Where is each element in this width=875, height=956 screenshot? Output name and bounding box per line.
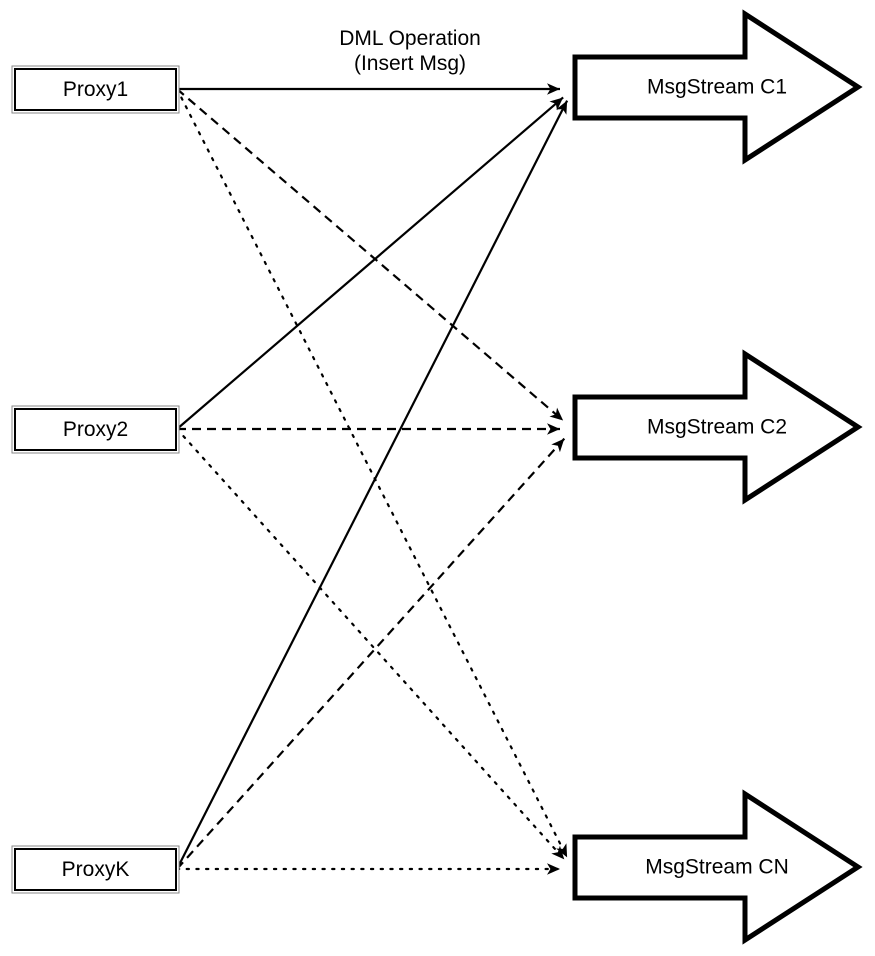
proxy-box bbox=[14, 68, 177, 111]
stream-block-arrow bbox=[572, 349, 863, 505]
connector-pk-c2 bbox=[176, 437, 566, 870]
stream-label: MsgStream C2 bbox=[647, 416, 787, 439]
stream-node-stream_c1[interactable]: MsgStream C1 bbox=[572, 9, 863, 165]
edge-label-layer: DML Operation (Insert Msg) bbox=[339, 27, 481, 75]
connections-layer bbox=[175, 83, 569, 875]
proxy-node-proxyk[interactable]: ProxyK bbox=[11, 845, 180, 894]
stream-node-stream_c2[interactable]: MsgStream C2 bbox=[572, 349, 863, 505]
stream-block-arrow bbox=[572, 9, 863, 165]
stream-block-arrow bbox=[572, 789, 863, 945]
streams-layer: MsgStream C1 MsgStream C2 MsgStream CN bbox=[572, 9, 863, 945]
stream-node-stream_cn[interactable]: MsgStream CN bbox=[572, 789, 863, 945]
connector-p2-cn bbox=[175, 427, 566, 861]
proxy-label: Proxy2 bbox=[63, 418, 128, 441]
proxy-label: Proxy1 bbox=[63, 78, 128, 101]
proxy-node-proxy1[interactable]: Proxy1 bbox=[11, 65, 180, 114]
proxy-box bbox=[14, 408, 177, 451]
stream-label: MsgStream C1 bbox=[647, 76, 787, 99]
dml-operation-label-line2: (Insert Msg) bbox=[354, 52, 466, 75]
dml-operation-label-line1: DML Operation bbox=[339, 27, 481, 50]
connector-p1-cn bbox=[175, 87, 569, 859]
connector-pk-c1 bbox=[176, 100, 569, 870]
proxy-box bbox=[14, 848, 177, 891]
proxy-node-proxy2[interactable]: Proxy2 bbox=[11, 405, 180, 454]
connector-p1-c2 bbox=[176, 88, 564, 422]
proxy-label: ProxyK bbox=[62, 858, 130, 881]
stream-label: MsgStream CN bbox=[645, 856, 789, 879]
connector-p2-c1 bbox=[176, 96, 564, 430]
